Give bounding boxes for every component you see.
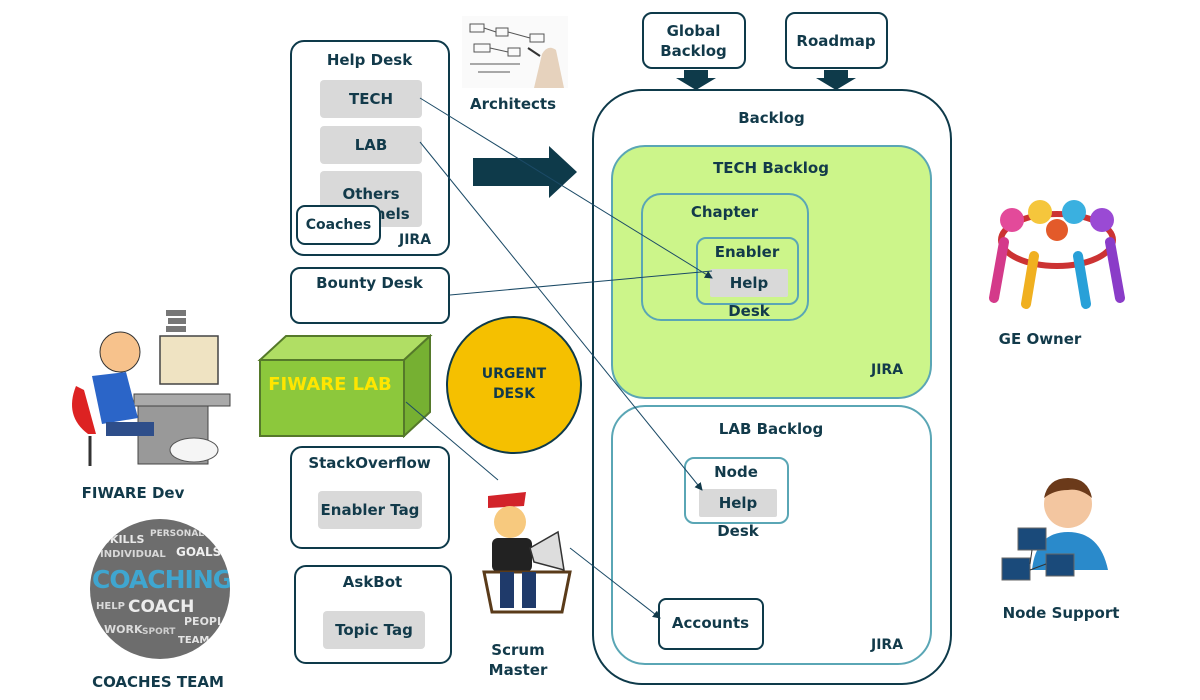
backlog-title: Backlog: [738, 109, 805, 127]
node-support-person-icon: [1001, 478, 1108, 581]
cloud-word-team: TEAM: [178, 635, 210, 646]
scrum-master-label: Scrum Master: [488, 641, 548, 679]
architects-label: Architects: [469, 95, 557, 113]
coaches-button[interactable]: Coaches: [296, 205, 381, 245]
cloud-word-coach: COACH: [128, 597, 195, 617]
chapter-title: Chapter: [690, 203, 759, 221]
ge-owner-label: GE Owner: [998, 330, 1082, 348]
global-backlog-label: Global Backlog: [660, 22, 727, 60]
roadmap-down-arrow-icon: [816, 70, 856, 90]
big-right-arrow-icon: [473, 146, 577, 198]
tech-backlog-jira-label: JIRA: [871, 362, 904, 378]
node-panel: Node: [684, 457, 789, 524]
scrum-master-megaphone-icon: [482, 492, 572, 614]
cloud-word-help: HELP: [96, 601, 125, 612]
cloud-word-work: WORK: [104, 623, 143, 636]
coaching-word-cloud: SKILLS PERSONAL INDIVIDUAL GOALS COACHIN…: [90, 519, 230, 659]
help-desk-title: Help Desk: [326, 51, 413, 69]
cloud-word-individual: INDIVIDUAL: [100, 549, 166, 560]
cloud-word-skills: SKILLS: [102, 533, 145, 546]
accounts-label: Accounts: [671, 614, 750, 632]
stackoverflow-title: StackOverflow: [308, 454, 431, 472]
fiware-dev-cartoon-icon: [72, 310, 231, 466]
enabler-tag[interactable]: Enabler Tag: [318, 491, 422, 529]
coaches-team-label: COACHES TEAM: [92, 673, 224, 691]
stackoverflow-panel: StackOverflow Enabler Tag: [290, 446, 450, 549]
tech-backlog-title: TECH Backlog: [713, 159, 829, 177]
cloud-word-coaching: COACHING: [92, 565, 230, 594]
cloud-word-personal: PERSONAL: [150, 529, 205, 539]
node-support-label: Node Support: [1002, 604, 1120, 622]
tech-help-desk-item[interactable]: Help Desk: [710, 269, 788, 320]
fiware-lab-label[interactable]: FIWARE LAB: [268, 374, 392, 395]
topic-tag[interactable]: Topic Tag: [323, 611, 425, 649]
askbot-panel: AskBot Topic Tag: [294, 565, 452, 664]
cloud-word-people: PEOPLE: [184, 615, 230, 628]
fiware-dev-label: FIWARE Dev: [81, 484, 185, 502]
enabler-title: Enabler: [714, 243, 780, 261]
cloud-word-goals: GOALS: [176, 545, 222, 559]
roadmap-box[interactable]: Roadmap: [785, 12, 888, 69]
lab-help-desk-item[interactable]: Help Desk: [699, 489, 777, 540]
node-title: Node: [714, 463, 758, 481]
architect-sketch-icon: [462, 16, 568, 88]
cloud-word-sport: SPORT: [142, 627, 176, 637]
help-desk-item-tech[interactable]: TECH: [320, 80, 422, 118]
lab-backlog-jira-label: JIRA: [871, 637, 904, 653]
help-desk-item-lab[interactable]: LAB: [320, 126, 422, 164]
urgent-desk-circle[interactable]: URGENT DESK: [446, 316, 582, 454]
askbot-title: AskBot: [342, 573, 403, 591]
lab-backlog-title: LAB Backlog: [718, 420, 824, 438]
ge-owner-team-circle-icon: [989, 200, 1125, 309]
global-backlog-box[interactable]: Global Backlog: [642, 12, 746, 69]
bounty-desk-panel[interactable]: Bounty Desk: [290, 267, 450, 324]
urgent-desk-label: URGENT DESK: [481, 366, 547, 402]
bounty-desk-title: Bounty Desk: [316, 274, 423, 292]
help-desk-panel: Help Desk TECH LAB Others Channels JIRA: [290, 40, 450, 256]
accounts-box[interactable]: Accounts: [658, 598, 764, 650]
help-desk-jira-label: JIRA: [399, 232, 432, 248]
global-backlog-down-arrow-icon: [676, 70, 716, 90]
roadmap-label: Roadmap: [796, 32, 876, 50]
